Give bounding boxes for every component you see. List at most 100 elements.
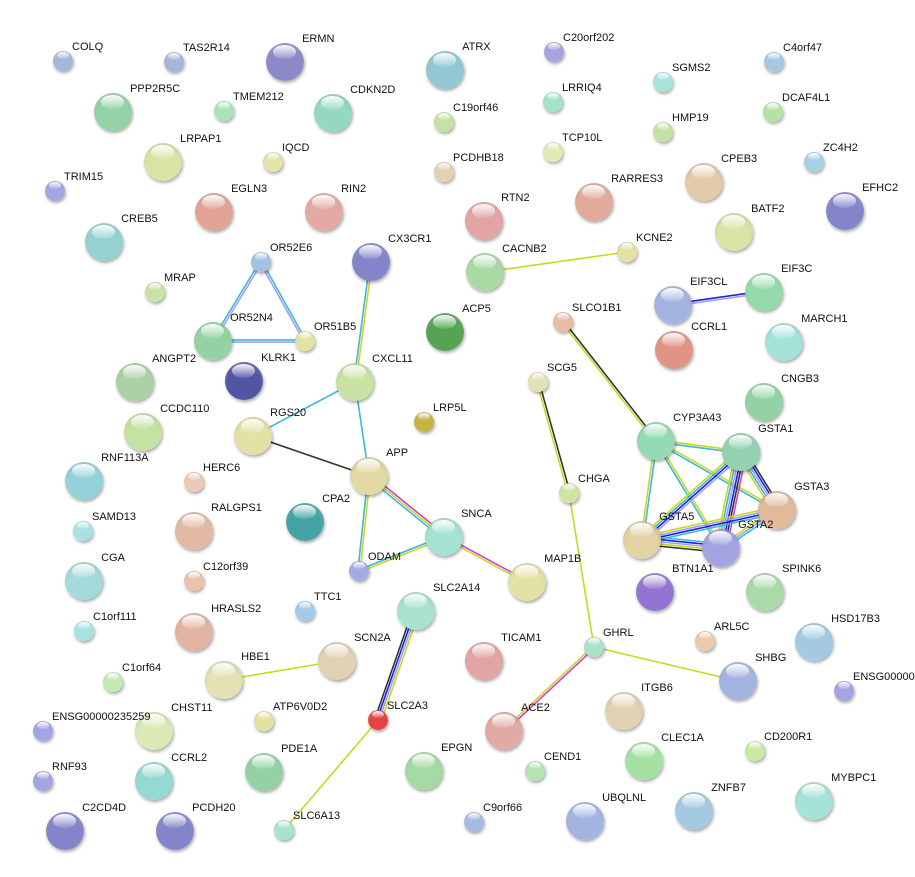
node-label[interactable]: C9orf66 (483, 802, 523, 814)
node-label[interactable]: KLRK1 (261, 352, 296, 364)
node-label[interactable]: SLC2A14 (433, 582, 481, 594)
node-label[interactable]: LRP5L (433, 402, 467, 414)
node-label[interactable]: CX3CR1 (388, 233, 432, 245)
node-rgs20[interactable] (234, 417, 272, 455)
node-chga[interactable] (559, 483, 579, 503)
edge-ghrl-shbg[interactable] (593, 646, 739, 682)
node-cga[interactable] (65, 562, 103, 600)
node-label[interactable]: ANGPT2 (152, 353, 197, 365)
node-pcdhb18[interactable] (434, 162, 454, 182)
node-label[interactable]: HERC6 (203, 462, 241, 474)
node-cacnb2[interactable] (466, 253, 504, 291)
node-znfb7[interactable] (675, 792, 713, 830)
node-label[interactable]: HRASLS2 (211, 603, 262, 615)
node-label[interactable]: RTN2 (501, 192, 530, 204)
node-march1[interactable] (765, 323, 803, 361)
node-label[interactable]: EIF3CL (690, 276, 728, 288)
node-ttc1[interactable] (295, 601, 315, 621)
node-sgms2[interactable] (653, 72, 673, 92)
node-cpeb3[interactable] (685, 163, 723, 201)
node-label[interactable]: GSTA5 (659, 511, 695, 523)
edge-ghrl-ace2[interactable] (502, 645, 596, 733)
node-herc6[interactable] (184, 472, 204, 492)
node-egln3[interactable] (195, 193, 233, 231)
node-label[interactable]: KCNE2 (636, 232, 673, 244)
node-cngb3[interactable] (745, 383, 783, 421)
node-cyp3a43[interactable] (637, 422, 675, 460)
node-iqcd[interactable] (263, 152, 283, 172)
node-label[interactable]: GSTA1 (758, 423, 794, 435)
node-ubqlnl[interactable] (566, 802, 604, 840)
edge-slco1b1-cyp3a43[interactable] (561, 320, 658, 443)
node-label[interactable]: SLC2A3 (387, 700, 428, 712)
node-rin2[interactable] (305, 193, 343, 231)
node-cend1[interactable] (525, 761, 545, 781)
node-label[interactable]: OR51B5 (314, 321, 357, 333)
node-cd200r1[interactable] (745, 741, 765, 761)
node-gsta3[interactable] (758, 491, 796, 529)
node-samd13[interactable] (73, 521, 93, 541)
node-epgn[interactable] (405, 752, 443, 790)
node-label[interactable]: CACNB2 (502, 243, 547, 255)
node-label[interactable]: SGMS2 (672, 62, 711, 74)
node-eif3cl[interactable] (654, 286, 692, 324)
node-label[interactable]: MARCH1 (801, 313, 848, 325)
node-creb5[interactable] (85, 223, 123, 261)
node-cx3cr1[interactable] (352, 243, 390, 281)
node-gsta1[interactable] (722, 433, 760, 471)
node-label[interactable]: CYP3A43 (673, 412, 722, 424)
node-label[interactable]: C19orf46 (453, 102, 499, 114)
node-slc2a14[interactable] (397, 592, 435, 630)
node-tas2r14[interactable] (164, 52, 184, 72)
node-c2cd4d[interactable] (46, 812, 84, 850)
node-label[interactable]: C1orf111 (93, 611, 137, 623)
node-label[interactable]: HMP19 (672, 112, 709, 124)
node-c4orf47[interactable] (764, 52, 784, 72)
node-slco1b1[interactable] (553, 312, 573, 332)
node-label[interactable]: EGLN3 (231, 183, 268, 195)
node-label[interactable]: SLC6A13 (293, 810, 341, 822)
node-odam[interactable] (349, 561, 369, 581)
node-btn1a1[interactable] (636, 573, 674, 611)
node-app[interactable] (350, 457, 388, 495)
node-ccdc110[interactable] (124, 413, 162, 451)
node-tcp10l[interactable] (543, 142, 563, 162)
node-slc2a3[interactable] (368, 710, 388, 730)
node-label[interactable]: ENSG00000235259 (52, 711, 151, 723)
node-gsta5[interactable] (623, 521, 661, 559)
node-angpt2[interactable] (116, 363, 154, 401)
node-or52n4[interactable] (194, 322, 232, 360)
node-ensg00000[interactable] (834, 681, 854, 701)
node-label[interactable]: PCDH20 (192, 802, 236, 814)
node-scg5[interactable] (528, 372, 548, 392)
node-label[interactable]: C4orf47 (783, 42, 823, 54)
node-mrap[interactable] (145, 282, 165, 302)
edge-gsta1-gsta5[interactable] (639, 448, 744, 544)
node-label[interactable]: IQCD (282, 142, 310, 154)
node-scn2a[interactable] (318, 642, 356, 680)
node-label[interactable]: SHBG (755, 652, 787, 664)
node-label[interactable]: HBE1 (241, 651, 270, 663)
node-ppp2r5c[interactable] (94, 93, 132, 131)
edge-cx3cr1-cxcl11[interactable] (353, 261, 373, 383)
node-trim15[interactable] (45, 181, 65, 201)
node-acp5[interactable] (426, 313, 464, 351)
node-atp6v0d2[interactable] (254, 711, 274, 731)
node-label[interactable]: TTC1 (314, 591, 342, 603)
node-label[interactable]: COLQ (72, 41, 104, 53)
node-rnf113a[interactable] (65, 462, 103, 500)
node-label[interactable]: UBQLNL (602, 792, 647, 804)
node-label[interactable]: C2CD4D (82, 802, 127, 814)
node-ensg00000235259[interactable] (33, 721, 53, 741)
node-label[interactable]: RARRES3 (611, 173, 664, 185)
node-label[interactable]: RNF113A (101, 452, 149, 464)
node-chst11[interactable] (135, 712, 173, 750)
node-ghrl[interactable] (584, 637, 604, 657)
node-ermn[interactable] (266, 43, 304, 81)
node-arl5c[interactable] (695, 631, 715, 651)
node-dcaf4l1[interactable] (763, 102, 783, 122)
node-c1orf64[interactable] (103, 672, 123, 692)
edge-or52e6-or51b5[interactable] (259, 261, 307, 342)
node-ace2[interactable] (485, 712, 523, 750)
node-label[interactable]: BTN1A1 (672, 563, 714, 575)
